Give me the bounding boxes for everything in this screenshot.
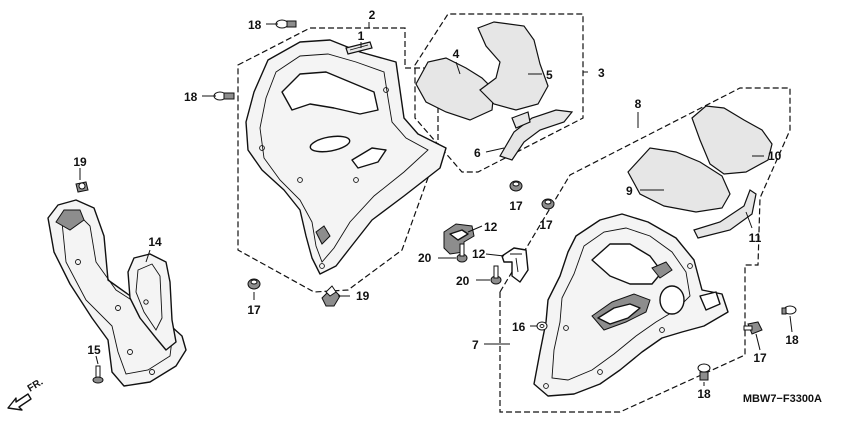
callout-1: 1 [358,29,365,43]
callout-4: 4 [453,47,460,61]
screw-20-upper-icon [456,243,468,263]
bracket-lower-part [501,247,529,283]
frame-upper-cowl-group [237,27,439,293]
callout-3: 3 [598,66,605,80]
bolt-16-icon [92,365,104,384]
lower-seal-strip-part [693,189,757,239]
diagram-code: MBW7−F3300A [743,393,822,405]
callout-18-bottom: 18 [697,387,711,401]
callout-8: 8 [635,97,642,111]
bolt-18-left-icon [213,91,235,101]
inner-pad-right-part [477,21,549,111]
leader-lines [79,22,793,386]
grommet-17-mid-icon [509,180,523,192]
left-inner-cowl-part [47,199,187,387]
bolt-18-top-icon [275,19,297,29]
callout-10: 10 [768,149,782,163]
bolt-18-right-icon [781,305,797,315]
callout-18-top: 18 [248,18,262,32]
screw-20-lower-icon [490,265,502,285]
washer-14-icon [536,321,548,331]
cowl-strip-part [345,41,373,55]
clip-19-icon [321,285,341,307]
callout-15: 17 [753,351,767,365]
lower-pad-top-part [691,105,773,175]
callout-13: 14 [148,235,162,249]
callout-9: 9 [626,184,633,198]
grommet-17-left-icon [247,278,261,290]
bolt-18-bottom-icon [697,363,711,381]
callout-18-right: 18 [785,333,799,347]
lower-cowl-part [533,213,729,397]
callout-19-left: 19 [73,155,87,169]
front-direction-arrow-icon [7,393,32,411]
frame-lower-cowl-group [499,87,791,413]
callout-16: 15 [87,343,101,357]
callout-7: 7 [472,338,479,352]
grommet-17-right-icon [541,198,555,210]
grommet-19-left-icon [75,181,89,193]
front-direction-label: FR. [26,377,46,395]
callout-5: 5 [546,68,553,82]
callout-11: 11 [749,231,762,245]
callout-2: 2 [369,8,376,22]
upper-cowl-part [245,39,447,275]
callout-18-left: 18 [184,90,198,104]
callout-17-left: 17 [247,303,261,317]
bolt-15-icon [743,321,763,335]
lower-pad-middle-part [627,147,731,213]
callout-19-clip: 19 [356,289,370,303]
callout-12-lower: 12 [472,247,486,261]
callout-12-upper: 12 [484,220,498,234]
callout-14: 16 [512,320,526,334]
callout-17-mid: 17 [509,199,523,213]
left-inner-panel-part [127,253,177,351]
callout-17-right: 17 [539,218,553,232]
bracket-upper-part [443,223,475,255]
callout-20-lower: 20 [456,274,470,288]
callout-6: 6 [474,146,481,160]
callout-20-upper: 20 [418,251,432,265]
seal-strip-part [499,109,574,161]
frame-inner-pads-group [414,13,584,173]
